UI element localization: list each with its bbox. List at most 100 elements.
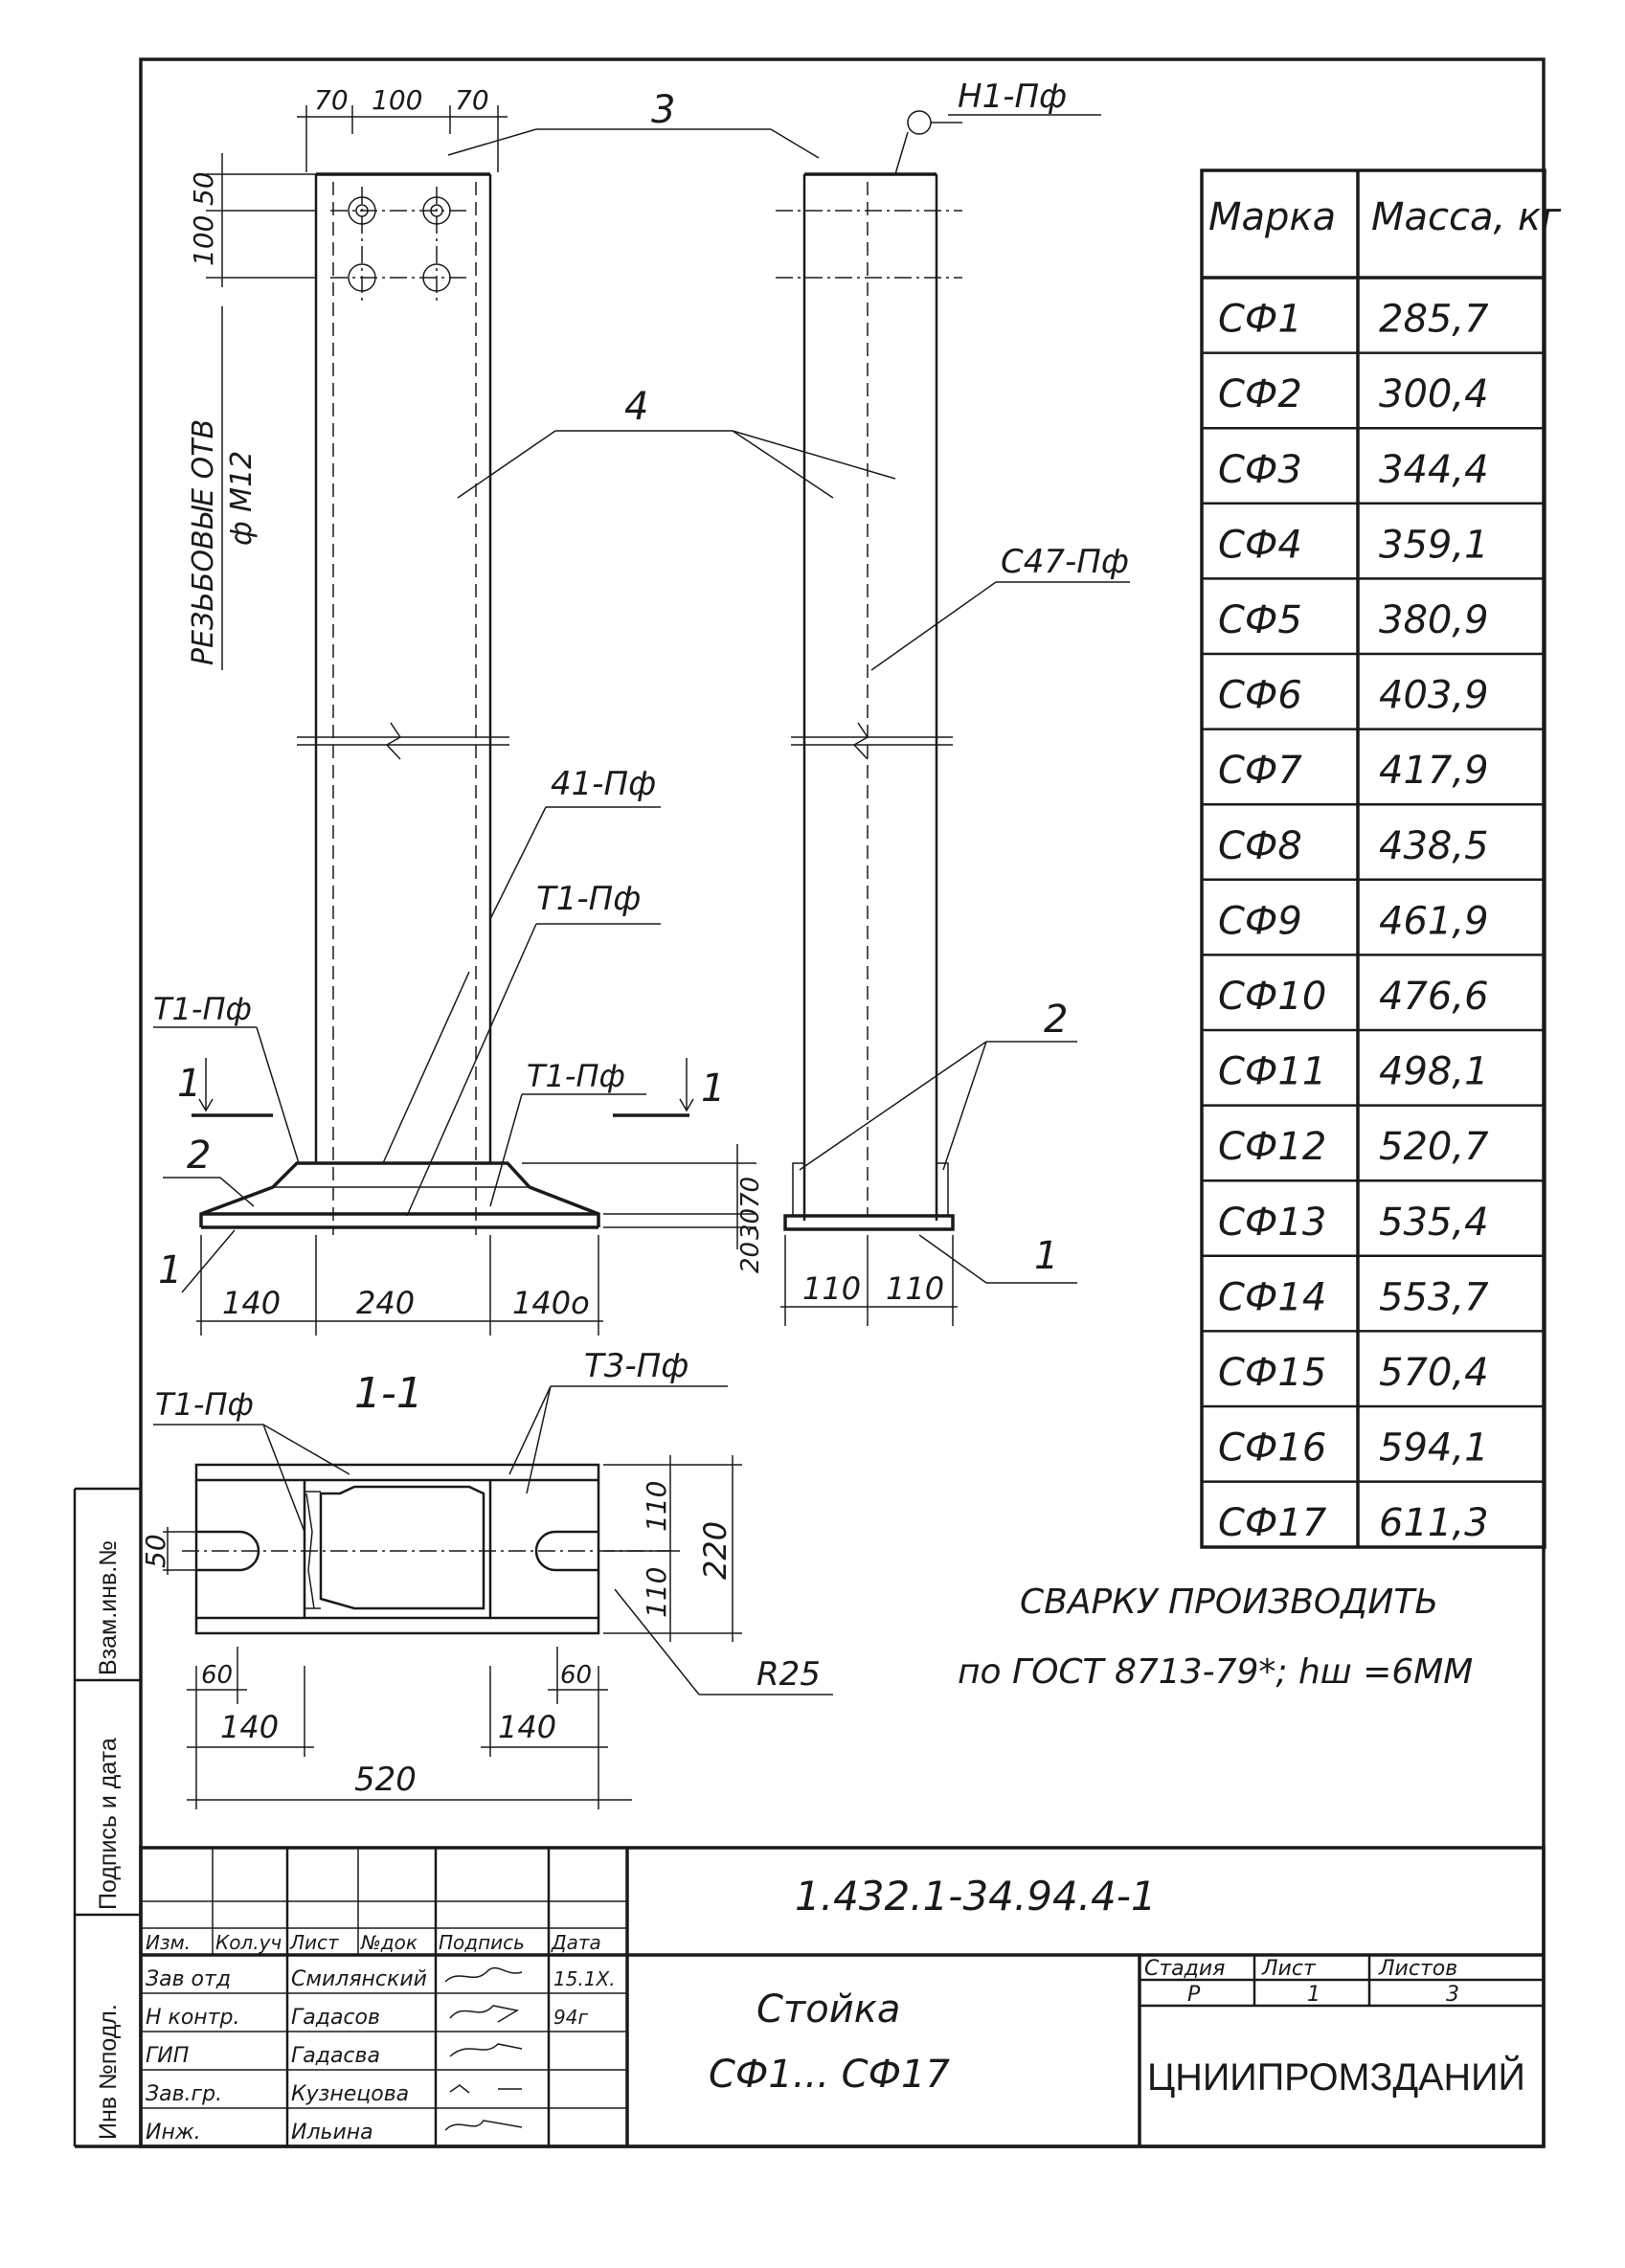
title-block: Изм. Кол.уч Лист №док Подпись Дата Зав о… <box>139 1846 1546 2148</box>
title-sign-date: 94г <box>553 2006 588 2029</box>
table-row-mass: 570,4 <box>1379 1351 1489 1395</box>
pos-2-front-label: 2 <box>187 1134 211 1178</box>
front-view <box>199 172 600 1235</box>
table-row-mark: СФ6 <box>1218 674 1302 718</box>
table-header-mark: Марка <box>1208 195 1336 239</box>
table-row-mass: 380,9 <box>1379 598 1489 642</box>
sheets-header: Листов <box>1378 1957 1457 1981</box>
table-row-mark: СФ4 <box>1218 523 1302 567</box>
table-row-mark: СФ16 <box>1218 1426 1326 1471</box>
stamp-vzam-inv: Взам.инв.№ <box>95 1540 122 1675</box>
dim-top-70-left: 70 <box>314 84 349 116</box>
table-row-mark: СФ10 <box>1218 975 1326 1019</box>
table-row-mass: 520,7 <box>1379 1125 1489 1169</box>
table-row-mark: СФ2 <box>1218 372 1302 416</box>
section-mark-right: 1 <box>701 1067 725 1111</box>
weld-c47-label: С47-Пф <box>1001 543 1129 581</box>
section-dim-60-right: 60 <box>560 1661 592 1690</box>
dim-top-70-right: 70 <box>455 84 489 116</box>
table-row-mass: 461,9 <box>1379 899 1489 943</box>
thread-note-line2: ф М12 <box>225 451 259 546</box>
weld-t1-right-label: Т1-Пф <box>527 1058 625 1094</box>
title-role: Инж. <box>146 2121 201 2144</box>
dim-height-30: 30 <box>736 1208 765 1240</box>
title-sign-date: 15.1Х. <box>553 1967 616 1990</box>
section-dim-140-left: 140 <box>220 1709 279 1745</box>
section-title: 1-1 <box>354 1369 423 1418</box>
stamp-inv-podl: Инв №подл. <box>95 2004 122 2140</box>
title-line1: Стойка <box>756 1987 900 2032</box>
table-row-mass: 417,9 <box>1379 749 1489 793</box>
side-labels: Н1-Пф С47-Пф 2 1 <box>799 78 1130 1284</box>
title-col-data: Дата <box>551 1931 601 1954</box>
title-col-izm: Изм. <box>146 1931 191 1954</box>
section-dim-110-top: 110 <box>641 1481 672 1532</box>
table-row-mark: СФ13 <box>1218 1201 1326 1245</box>
title-col-kolych: Кол.уч <box>215 1931 282 1954</box>
signatures <box>444 1966 523 2131</box>
weld-h1-label: Н1-Пф <box>958 78 1067 116</box>
weld-t1-left-label: Т1-Пф <box>153 991 252 1027</box>
title-person-name: Смилянский <box>291 1967 427 1991</box>
section-dim-520: 520 <box>354 1761 417 1799</box>
table-row-mass: 611,3 <box>1379 1501 1489 1545</box>
bolt-holes <box>330 187 469 302</box>
dim-base-140-right: 140o <box>512 1285 590 1321</box>
title-person-name: Гадасва <box>291 2044 380 2068</box>
side-view <box>776 172 962 1231</box>
dim-height-70: 70 <box>736 1177 765 1208</box>
side-base-dimensions: 110 110 <box>780 1235 958 1326</box>
title-col-list: Лист <box>289 1931 340 1954</box>
front-top-dimensions: 70 100 70 <box>297 84 508 172</box>
stage-value: Р <box>1187 1983 1201 2007</box>
table-row-mass: 300,4 <box>1379 372 1489 416</box>
dim-base-140-left: 140 <box>222 1285 281 1321</box>
table-row-mark: СФ11 <box>1218 1050 1326 1094</box>
pos-1-side-label: 1 <box>1034 1234 1058 1278</box>
table-row-mass: 285,7 <box>1379 298 1489 342</box>
title-person-name: Ильина <box>291 2121 373 2144</box>
dim-top-100: 100 <box>372 84 422 116</box>
table-row-mark: СФ1 <box>1218 298 1302 342</box>
front-base-dimensions: 140 240 140o 70 30 20 <box>196 1144 765 1336</box>
title-role: Зав.гр. <box>146 2082 222 2106</box>
dim-left-50: 50 <box>188 171 219 206</box>
front-labels: 3 4 41-Пф Т1-Пф Т1-Пф Т1-Пф 1 1 2 1 <box>153 88 896 1293</box>
section-dim-220: 220 <box>697 1521 734 1580</box>
table-row-mass: 403,9 <box>1379 674 1489 718</box>
section-radius-label: R25 <box>756 1655 821 1694</box>
dim-side-110-right: 110 <box>886 1270 944 1307</box>
weld-41-label: 41-Пф <box>551 765 656 803</box>
table-row-mark: СФ8 <box>1218 824 1302 868</box>
dim-height-20: 20 <box>736 1242 765 1273</box>
thread-note-line1: РЕЗЬБОВЫЕ ОТВ <box>187 419 220 665</box>
sheet-frame <box>139 57 1546 2148</box>
pos-3-label: 3 <box>651 88 675 132</box>
sheet-value: 1 <box>1307 1983 1320 2007</box>
table-row-mark: СФ3 <box>1218 448 1302 492</box>
pos-2-side-label: 2 <box>1044 998 1068 1042</box>
table-row-mass: 344,4 <box>1379 448 1489 492</box>
section-weld-t1-label: Т1-Пф <box>155 1386 254 1423</box>
weld-t1-mid-label: Т1-Пф <box>536 880 641 918</box>
table-row-mass: 594,1 <box>1379 1426 1489 1471</box>
table-row-mark: СФ15 <box>1218 1351 1326 1395</box>
table-row-mark: СФ12 <box>1218 1125 1326 1169</box>
section-dim-60-left: 60 <box>201 1661 233 1690</box>
doc-number: 1.432.1-34.94.4-1 <box>795 1873 1157 1920</box>
title-role: ГИП <box>146 2044 189 2068</box>
dim-side-110-left: 110 <box>802 1270 861 1307</box>
pos-4-label: 4 <box>624 385 648 429</box>
table-row-mark: СФ5 <box>1218 598 1302 642</box>
welding-note-line2: по ГОСТ 8713-79*; hш =6ММ <box>958 1652 1473 1692</box>
pos-1-front-label: 1 <box>158 1248 182 1292</box>
title-col-ndok: №док <box>360 1931 418 1954</box>
section-dim-slot: 50 <box>140 1534 171 1568</box>
table-row-mass: 553,7 <box>1379 1275 1489 1319</box>
table-row-mark: СФ7 <box>1218 749 1302 793</box>
section-weld-t3-label: Т3-Пф <box>584 1347 688 1385</box>
table-row-mark: СФ17 <box>1218 1501 1327 1545</box>
dim-base-240: 240 <box>356 1285 415 1321</box>
sheets-value: 3 <box>1446 1983 1459 2007</box>
table-row-mass: 476,6 <box>1379 975 1489 1019</box>
